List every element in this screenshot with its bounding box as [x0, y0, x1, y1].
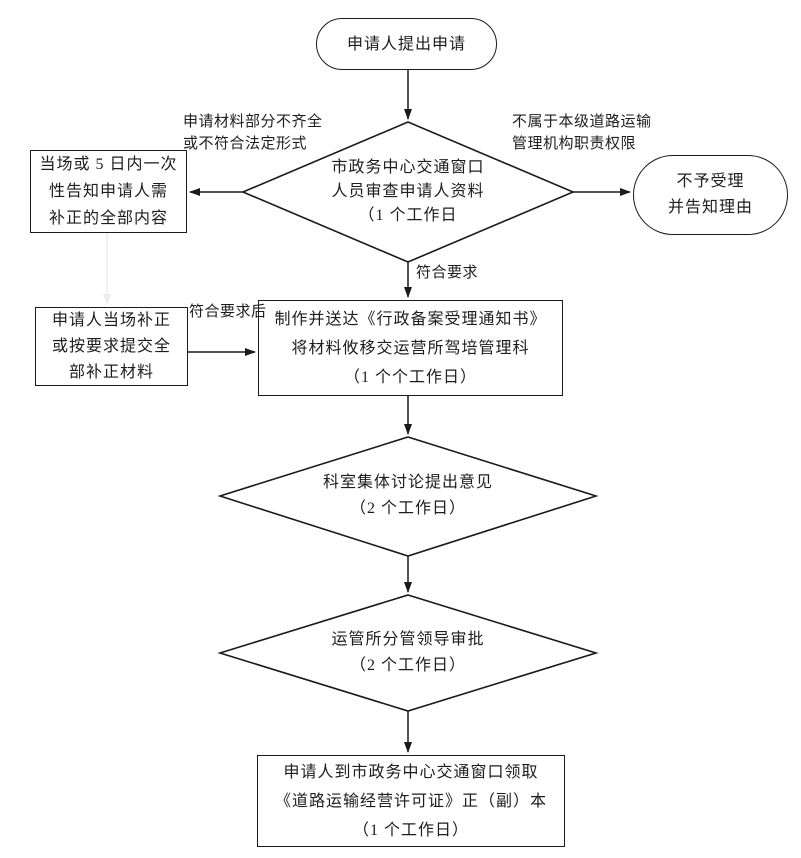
- node-resubmit-line1: 申请人当场补正: [51, 311, 171, 329]
- edge-label-meets-after-text: 符合要求后: [189, 304, 267, 320]
- node-window-review: 市政务中心交通窗口 人员审查申请人资料 （1 个工作日: [258, 156, 558, 228]
- node-receive-license: 申请人到市政务中心交通窗口领取 《道路运输经营许可证》正（副）本 （1 个工作日…: [257, 755, 565, 847]
- node-start-text: 申请人提出申请: [346, 35, 466, 53]
- node-make-notice-line3: （1 个个工作日）: [343, 368, 477, 386]
- node-resubmit-line3: 部补正材料: [68, 363, 154, 381]
- node-group-discuss-line2: （2 个工作日）: [349, 500, 466, 517]
- node-window-review-line3: （1 个工作日: [358, 207, 458, 224]
- edge-label-not-jurisdiction: 不属于本级道路运输 管理机构职责权限: [512, 111, 652, 155]
- node-group-discuss: 科室集体讨论提出意见 （2 个工作日）: [258, 470, 558, 522]
- edge-label-incomplete: 申请材料部分不齐全 或不符合法定形式: [183, 111, 323, 155]
- node-resubmit: 申请人当场补正 或按要求提交全 部补正材料: [35, 307, 188, 386]
- edge-label-incomplete-line1: 申请材料部分不齐全: [183, 114, 323, 130]
- node-leader-approve-line1: 运管所分管领导审批: [331, 631, 485, 648]
- node-window-review-line1: 市政务中心交通窗口: [331, 159, 485, 176]
- node-receive-license-line1: 申请人到市政务中心交通窗口领取: [283, 763, 539, 781]
- node-receive-license-line2: 《道路运输经营许可证》正（副）本: [274, 792, 547, 810]
- node-leader-approve-line2: （2 个工作日）: [349, 657, 466, 674]
- node-leader-approve: 运管所分管领导审批 （2 个工作日）: [258, 627, 558, 679]
- node-receive-license-line3: （1 个工作日）: [352, 821, 469, 839]
- edge-label-not-jurisdiction-line1: 不属于本级道路运输: [512, 114, 652, 130]
- edge-label-meets: 符合要求: [416, 262, 478, 284]
- node-notify-correction-line1: 当场或 5 日内一次: [39, 156, 178, 173]
- node-make-notice-line2: 将材料攸移交运营所驾培管理科: [291, 339, 530, 357]
- node-make-notice: 制作并送达《行政备案受理通知书》 将材料攸移交运营所驾培管理科 （1 个个工作日…: [258, 300, 563, 396]
- node-reject-line1: 不予受理: [676, 173, 745, 190]
- node-notify-correction: 当场或 5 日内一次 性告知申请人需 补正的全部内容: [30, 150, 187, 233]
- node-resubmit-line2: 或按要求提交全: [51, 337, 171, 355]
- node-window-review-line2: 人员审查申请人资料: [331, 183, 485, 200]
- node-reject: 不予受理 并告知理由: [633, 155, 788, 235]
- edge-label-meets-text: 符合要求: [416, 265, 479, 281]
- edge-label-not-jurisdiction-line2: 管理机构职责权限: [512, 136, 637, 152]
- node-notify-correction-line2: 性告知申请人需: [48, 183, 168, 200]
- node-make-notice-line1: 制作并送达《行政备案受理通知书》: [274, 310, 547, 328]
- edge-label-incomplete-line2: 或不符合法定形式: [183, 136, 308, 152]
- node-start: 申请人提出申请: [316, 18, 497, 70]
- node-notify-correction-line3: 补正的全部内容: [48, 210, 168, 227]
- edge-label-meets-after: 符合要求后: [189, 301, 267, 323]
- node-group-discuss-line1: 科室集体讨论提出意见: [322, 474, 493, 491]
- node-reject-line2: 并告知理由: [667, 199, 753, 216]
